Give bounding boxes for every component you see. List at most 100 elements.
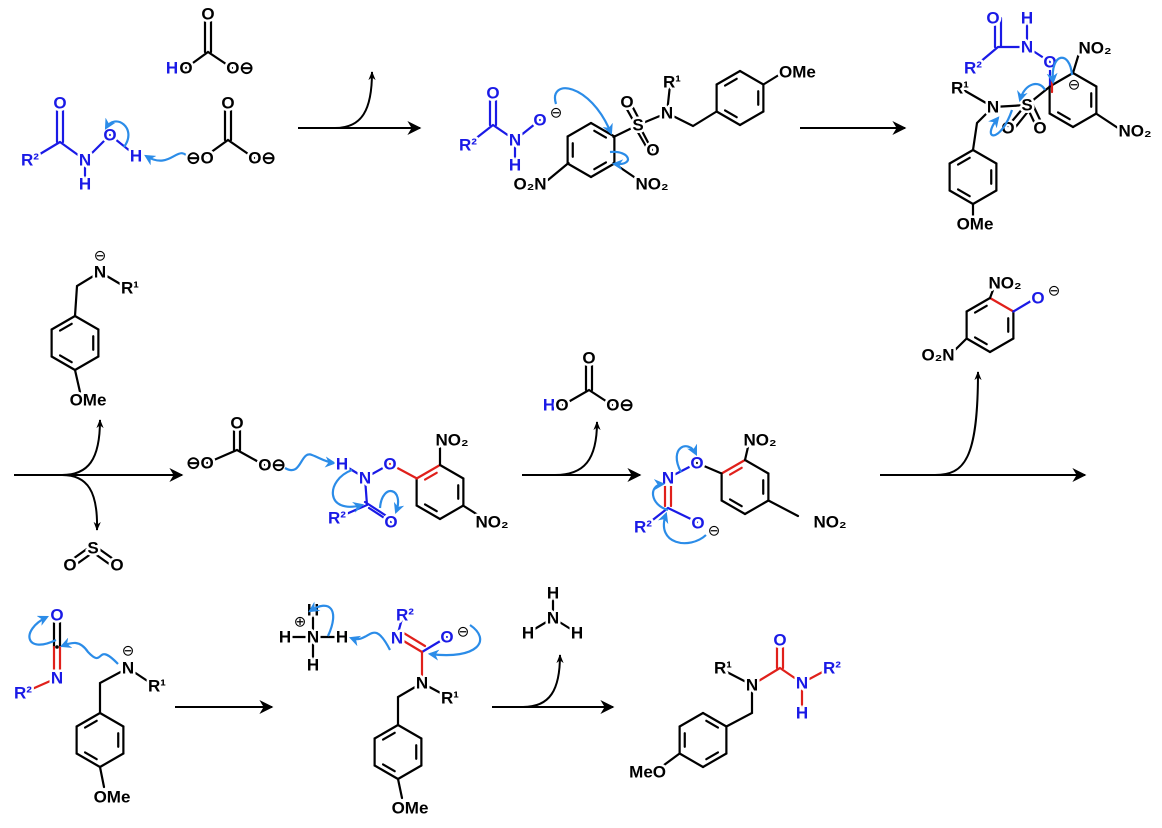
ring-bond xyxy=(1071,71,1098,88)
ring-double-bond xyxy=(593,161,608,171)
ammonium-and-tetrahedral-intermediate: H N H H H ⊕ R² N O ⊖ N R¹ OMe xyxy=(276,598,471,820)
byproduct-arrow xyxy=(522,654,564,708)
oxygen-label: O xyxy=(533,111,546,130)
hydrogen-label: H xyxy=(336,455,348,474)
ring-double-bond xyxy=(956,188,971,198)
ring-double-bond xyxy=(973,336,988,346)
positive-charge: ⊕ xyxy=(294,614,307,631)
methoxy-label: OMe xyxy=(957,215,994,234)
ring-bond xyxy=(1071,112,1098,129)
negative-charge: ⊖ xyxy=(457,624,470,641)
deprotonated-o-aryl-hydroxamate: N O R² O ⊖ NO₂ NO₂ xyxy=(632,428,850,542)
ring-double-bond xyxy=(381,731,396,741)
electron-arrow xyxy=(1017,82,1046,103)
carbonate-oxygen-anion: O⊖ xyxy=(258,456,285,475)
benzene-ring xyxy=(75,711,125,769)
negative-charge: ⊖ xyxy=(550,105,563,122)
nitrogen-label: N xyxy=(94,263,106,282)
nitrogen-label: N xyxy=(391,629,403,648)
benzene-ring xyxy=(948,148,998,206)
ring-bond xyxy=(948,189,975,206)
negative-charge: ⊖ xyxy=(94,248,107,265)
hydrogen-label: H xyxy=(543,396,555,415)
methoxy-label: OMe xyxy=(779,63,816,82)
negative-charge: ⊖ xyxy=(1048,283,1061,300)
electron-arrow xyxy=(1046,56,1074,85)
bonds xyxy=(561,356,614,407)
oxygen-label: O xyxy=(1001,119,1014,138)
hydrogen-label: H xyxy=(1021,9,1033,28)
ring-double-bond xyxy=(83,719,98,729)
oxygen-label: O xyxy=(620,93,633,112)
nitrogen-label: N xyxy=(509,131,521,150)
ring-bond xyxy=(415,463,442,480)
ring-bond xyxy=(415,504,442,521)
hydrogen-label: H xyxy=(522,624,534,643)
ring-bond xyxy=(566,121,593,138)
bonds xyxy=(396,681,450,800)
benzene-ring xyxy=(566,121,616,179)
meisenheimer-intermediate: O H N O R² R¹ N S O O ⊖ NO₂ NO₂ OMe xyxy=(949,6,1155,236)
ring-bond xyxy=(73,314,100,331)
r2-label: R² xyxy=(396,606,414,625)
ring-bond xyxy=(743,499,770,516)
ring-double-bond xyxy=(423,503,438,513)
oxygen-label: O xyxy=(384,513,397,532)
oxygen-label: O xyxy=(986,9,999,28)
electron-arrow xyxy=(144,152,191,166)
oxygen-label: O xyxy=(221,94,234,113)
oxygen-label: O xyxy=(179,59,192,78)
bicarbonate: H O O O⊖ xyxy=(163,2,256,80)
r1-label: R¹ xyxy=(148,677,166,696)
hydrogen-label: H xyxy=(571,624,583,643)
ring-double-bond xyxy=(728,466,743,476)
oxygen-label: O xyxy=(201,5,214,24)
nitro-label: NO₂ xyxy=(635,175,668,194)
hydrogen-label: H xyxy=(336,628,348,647)
ring-bond xyxy=(75,711,102,728)
bonds xyxy=(28,101,137,186)
electron-arrow xyxy=(59,637,119,665)
ring-bond xyxy=(566,162,593,179)
bonds xyxy=(958,48,1120,224)
nitrogen-label: N xyxy=(987,98,999,117)
ring-bond xyxy=(589,162,616,179)
methoxy-label: OMe xyxy=(94,788,131,807)
r2-label: R² xyxy=(14,684,32,703)
electron-arrow xyxy=(28,615,57,646)
hydrogen-label: H xyxy=(796,704,808,723)
ring-bond xyxy=(948,148,975,165)
oxygen-label: O xyxy=(440,628,453,647)
benzene-ring xyxy=(415,463,465,521)
ring-double-bond xyxy=(723,77,738,87)
benzene-ring xyxy=(678,711,728,769)
bonds xyxy=(438,446,480,517)
benzene-ring xyxy=(720,458,770,516)
nitro-label: NO₂ xyxy=(435,431,468,450)
nitrogen-label: N xyxy=(796,674,808,693)
ring-double-bond xyxy=(381,763,396,773)
electron-arrow xyxy=(284,453,337,472)
ring-double-bond xyxy=(1056,111,1071,121)
nitrogen-label: N xyxy=(547,609,559,628)
new-bond xyxy=(21,645,62,695)
ring-bond xyxy=(50,314,77,331)
methoxy-label: OMe xyxy=(392,799,429,818)
bonds xyxy=(184,12,234,70)
ring-bond xyxy=(98,752,125,769)
ring-double-bond xyxy=(593,129,608,139)
ring-bond xyxy=(965,337,992,354)
bonds xyxy=(68,544,118,568)
sulfur-label: S xyxy=(87,539,98,558)
new-bond xyxy=(395,630,427,685)
ring-double-bond xyxy=(723,109,738,119)
bonds xyxy=(283,608,344,667)
nitro-label: NO₂ xyxy=(475,513,508,532)
ammonia: H N H H xyxy=(519,581,585,645)
ring-bond xyxy=(75,752,102,769)
ring-bond xyxy=(988,337,1015,354)
ring-double-bond xyxy=(728,498,743,508)
nitrogen-label: N xyxy=(51,669,63,688)
